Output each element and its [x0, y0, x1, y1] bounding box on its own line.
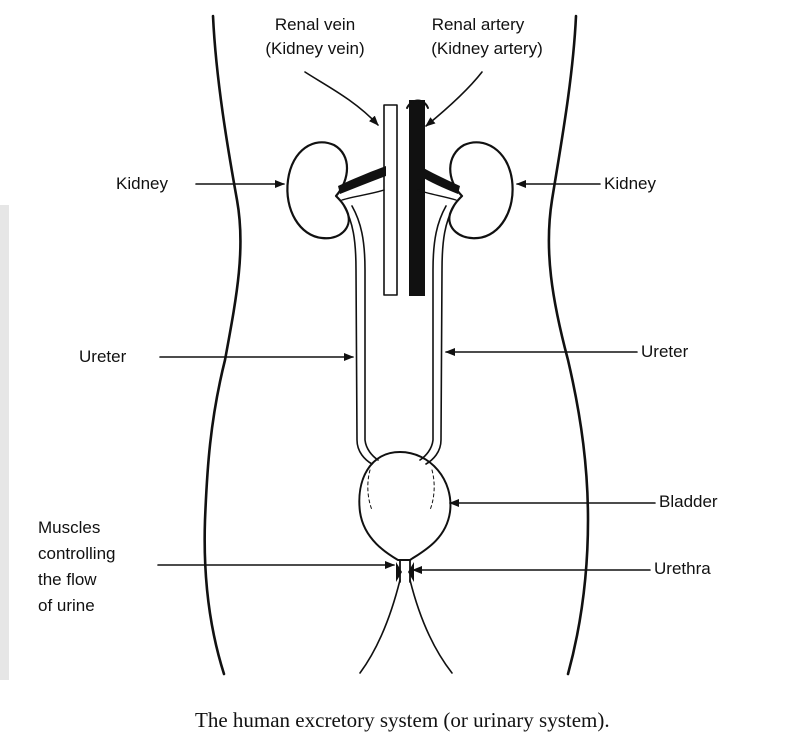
label-urethra: Urethra: [654, 559, 711, 578]
label-kidney-left: Kidney: [116, 174, 168, 193]
aorta: [409, 100, 425, 296]
leg-line-left: [360, 580, 400, 673]
label-kidney-right: Kidney: [604, 174, 656, 193]
label-muscles-line1: Muscles: [38, 518, 100, 537]
urethra: [400, 560, 410, 582]
body-outline-left: [205, 16, 241, 674]
scan-edge-strip: [0, 205, 9, 680]
renal-vein-left-branch: [342, 190, 384, 200]
label-muscles-line2: controlling: [38, 544, 116, 563]
vena-cava: [384, 105, 397, 295]
body-outline-right: [549, 16, 588, 674]
arrow-renal-artery: [426, 72, 482, 126]
bladder-wall-right: [430, 470, 434, 510]
label-muscles-line4: of urine: [38, 596, 95, 615]
label-renal-artery-line2: (Kidney artery): [431, 39, 542, 58]
arrow-renal-vein: [305, 72, 378, 125]
figure-caption: The human excretory system (or urinary s…: [195, 708, 610, 732]
urethra-sphincter-muscles: [396, 562, 414, 582]
label-ureter-left: Ureter: [79, 347, 127, 366]
leg-line-right: [410, 580, 452, 673]
bladder-wall-left: [368, 470, 372, 510]
label-bladder: Bladder: [659, 492, 718, 511]
label-renal-artery-line1: Renal artery: [432, 15, 525, 34]
ureter-left: [344, 206, 378, 464]
bladder: [359, 452, 450, 560]
label-renal-vein-line1: Renal vein: [275, 15, 355, 34]
label-renal-vein-line2: (Kidney vein): [265, 39, 364, 58]
renal-vessels-right: [420, 166, 460, 194]
ureter-right: [420, 206, 454, 464]
label-ureter-right: Ureter: [641, 342, 689, 361]
label-muscles-line3: the flow: [38, 570, 97, 589]
